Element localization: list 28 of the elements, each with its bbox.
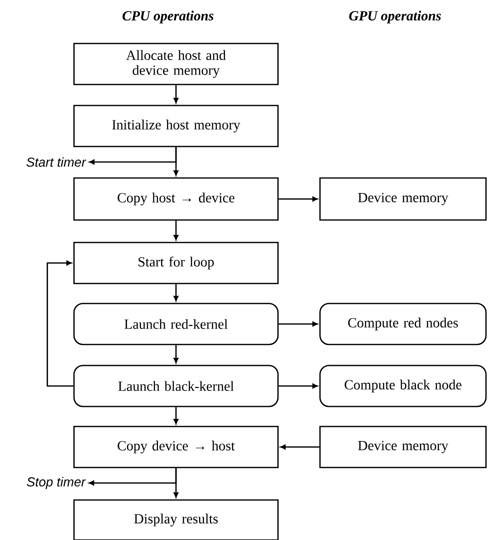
rounded-box: Launch black-kernel <box>73 364 279 408</box>
process-box: Copy device → host <box>73 426 279 468</box>
timer-label: Stop timer <box>26 476 86 490</box>
arrow <box>278 384 318 388</box>
arrow <box>46 260 74 387</box>
process-box: Device memory <box>319 426 487 468</box>
rounded-box: Launch red-kernel <box>73 302 279 346</box>
arrow <box>174 284 178 302</box>
process-box: Initialize host memory <box>73 104 279 148</box>
arrow <box>278 196 318 202</box>
process-box: Device memory <box>319 177 487 221</box>
arrow <box>174 85 178 104</box>
arrow <box>89 147 177 164</box>
rounded-box: Compute black node <box>319 364 487 408</box>
process-box: Copy host → device <box>73 177 279 221</box>
process-box: Allocate host and device memory <box>73 42 279 86</box>
arrow <box>278 322 318 326</box>
column-heading: CPU operations <box>122 10 214 24</box>
column-heading: GPU operations <box>349 10 441 24</box>
arrow <box>174 220 178 240</box>
timer-label: Start timer <box>26 157 86 167</box>
process-box: Start for loop <box>73 242 279 284</box>
process-box: Display results <box>73 499 279 540</box>
arrow <box>280 444 320 450</box>
arrow <box>174 407 178 424</box>
arrow <box>174 345 178 364</box>
rounded-box: Compute red nodes <box>319 302 487 346</box>
arrow <box>88 468 177 486</box>
